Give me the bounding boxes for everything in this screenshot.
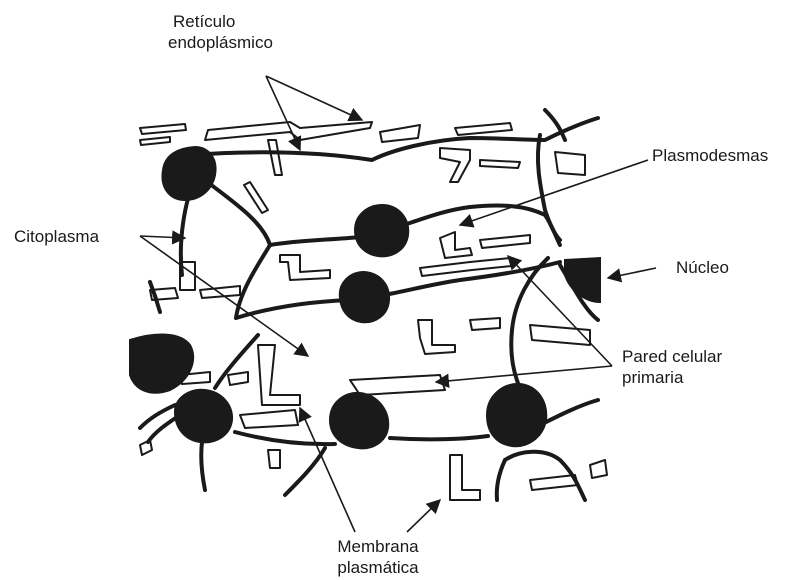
callouts	[140, 76, 656, 532]
nucleus-7	[330, 393, 388, 448]
arrow-membrana-2	[407, 500, 440, 532]
arrow-citoplasma-1	[140, 236, 185, 238]
arrow-pared-2	[436, 366, 612, 382]
label-reticulo-line-1: Retículo	[168, 11, 273, 32]
label-membrana-plasmatica: Membrana plasmática	[318, 536, 438, 578]
label-pared-line-2: primaria	[622, 367, 722, 388]
arrow-nucleo	[608, 268, 656, 278]
label-citoplasma-text: Citoplasma	[14, 226, 99, 247]
label-plasmodesmas: Plasmodesmas	[652, 145, 768, 166]
nucleus-2	[355, 205, 408, 256]
arrow-plasmodesmas	[460, 160, 648, 225]
label-citoplasma: Citoplasma	[14, 226, 99, 247]
nucleus-3	[340, 272, 389, 322]
label-reticulo-line-2: endoplásmico	[168, 32, 273, 53]
nucleus-1	[162, 147, 215, 200]
label-reticulo-endoplasmico: Retículo endoplásmico	[168, 11, 273, 53]
label-plasmodesmas-text: Plasmodesmas	[652, 145, 768, 166]
label-membrana-line-1: Membrana	[318, 536, 438, 557]
label-pared-celular-primaria: Pared celular primaria	[622, 346, 722, 388]
label-nucleo-text: Núcleo	[676, 257, 729, 278]
nucleus-4	[565, 258, 600, 302]
label-membrana-line-2: plasmática	[318, 557, 438, 578]
nuclei	[130, 147, 600, 448]
arrow-reticulo-2	[266, 76, 300, 150]
nucleus-6	[175, 390, 232, 443]
nucleus-8	[487, 384, 546, 446]
arrow-reticulo-1	[266, 76, 362, 120]
label-pared-line-1: Pared celular	[622, 346, 722, 367]
label-nucleo: Núcleo	[676, 257, 729, 278]
